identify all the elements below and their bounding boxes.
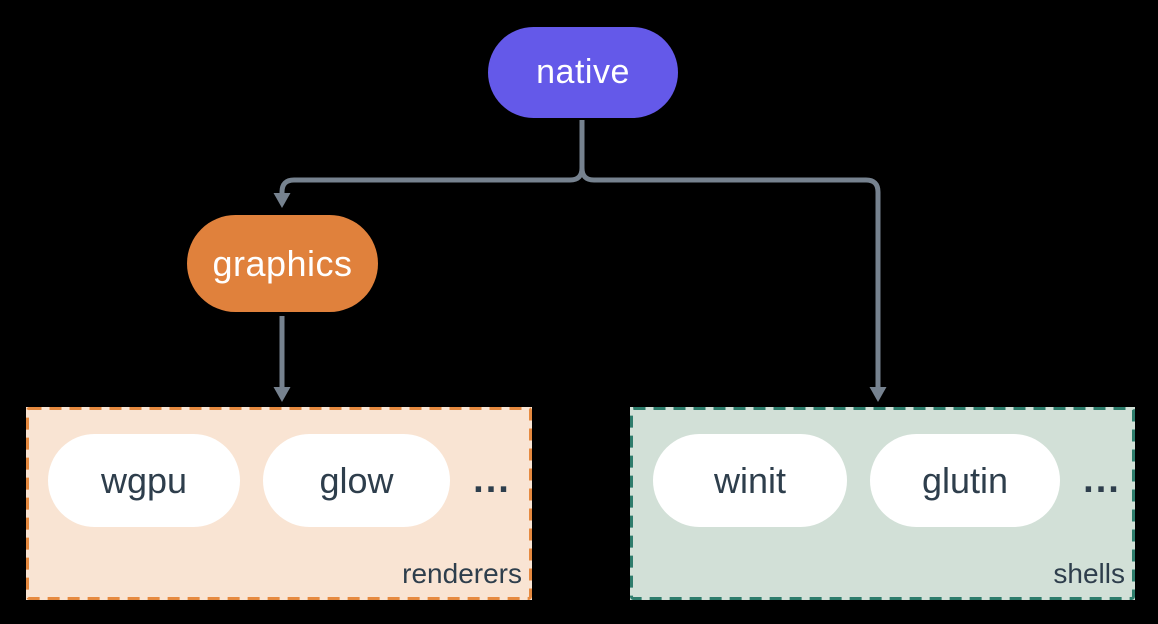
edge-native-shells [579,120,881,388]
node-wgpu: wgpu [48,434,240,527]
node-graphics-label: graphics [212,242,353,284]
arrowhead-shells-icon [869,387,887,402]
renderers-ellipsis: ... [473,459,511,501]
group-shells: winit glutin ... shells [630,407,1135,600]
node-graphics: graphics [187,215,378,312]
node-winit-label: winit [713,459,787,501]
node-glutin-label: glutin [921,459,1009,501]
renderers-group-label: renderers [402,558,522,589]
group-renderers: wgpu glow ... renderers [26,407,532,600]
shells-group-label: shells [1053,558,1125,589]
node-glow-label: glow [319,459,394,501]
arrowhead-graphics-icon [273,193,291,208]
node-glutin: glutin [870,434,1060,527]
node-native-label: native [536,53,630,91]
shells-ellipsis: ... [1083,459,1121,501]
node-wgpu-label: wgpu [100,459,188,501]
node-glow: glow [263,434,450,527]
node-native: native [488,27,678,118]
arrowhead-renderers-icon [273,387,291,402]
edge-native-graphics [279,120,585,194]
node-winit: winit [653,434,847,527]
